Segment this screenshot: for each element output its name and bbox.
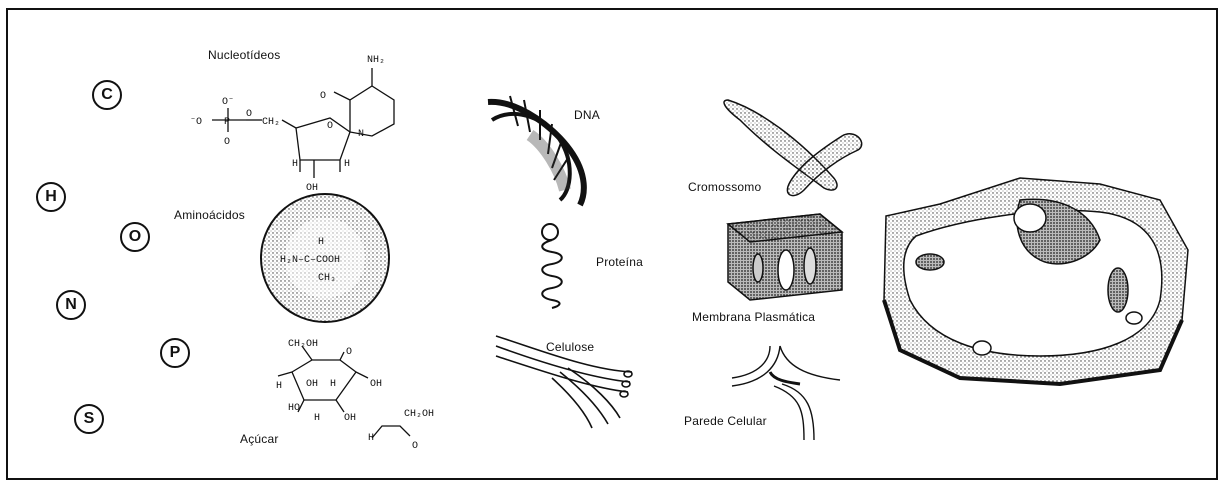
svg-text:OH: OH: [370, 379, 382, 390]
svg-text:N: N: [358, 129, 364, 140]
nucleotide-structure: [212, 68, 394, 178]
svg-text:CH₃: CH₃: [318, 273, 336, 284]
svg-text:H: H: [314, 413, 320, 424]
svg-text:H: H: [330, 379, 336, 390]
svg-text:H₂N–C–COOH: H₂N–C–COOH: [280, 255, 340, 266]
svg-text:NH₂: NH₂: [367, 55, 385, 66]
svg-text:CH₂: CH₂: [262, 117, 280, 128]
svg-text:⁻O: ⁻O: [190, 117, 202, 128]
svg-text:O: O: [320, 91, 326, 102]
svg-text:O: O: [327, 121, 333, 132]
svg-text:OH: OH: [344, 413, 356, 424]
svg-text:CH₂OH: CH₂OH: [288, 339, 318, 350]
svg-text:CH₂OH: CH₂OH: [404, 409, 434, 420]
svg-text:H: H: [368, 433, 374, 444]
svg-text:P: P: [224, 117, 230, 128]
sugar-structure: [278, 346, 410, 438]
svg-text:H: H: [344, 159, 350, 170]
svg-text:O: O: [224, 137, 230, 148]
chromosome: [724, 100, 862, 196]
svg-text:OH: OH: [306, 379, 318, 390]
plant-cell: [884, 178, 1188, 384]
svg-text:O: O: [346, 347, 352, 358]
protein-coil: [542, 224, 562, 308]
svg-text:O: O: [412, 441, 418, 452]
cellulose-fibers: [496, 336, 632, 428]
svg-text:O⁻: O⁻: [222, 97, 234, 108]
svg-text:H: H: [276, 381, 282, 392]
plasma-membrane: [728, 214, 842, 300]
svg-text:H: H: [292, 159, 298, 170]
cell-wall-corner: [732, 346, 840, 440]
dna-helix: [488, 96, 584, 205]
svg-text:OH: OH: [306, 183, 318, 194]
svg-text:O: O: [246, 109, 252, 120]
svg-text:HO: HO: [288, 403, 300, 414]
amino-acid-sphere: H₂N–C–COOH H CH₃: [261, 194, 389, 322]
svg-text:H: H: [318, 237, 324, 248]
